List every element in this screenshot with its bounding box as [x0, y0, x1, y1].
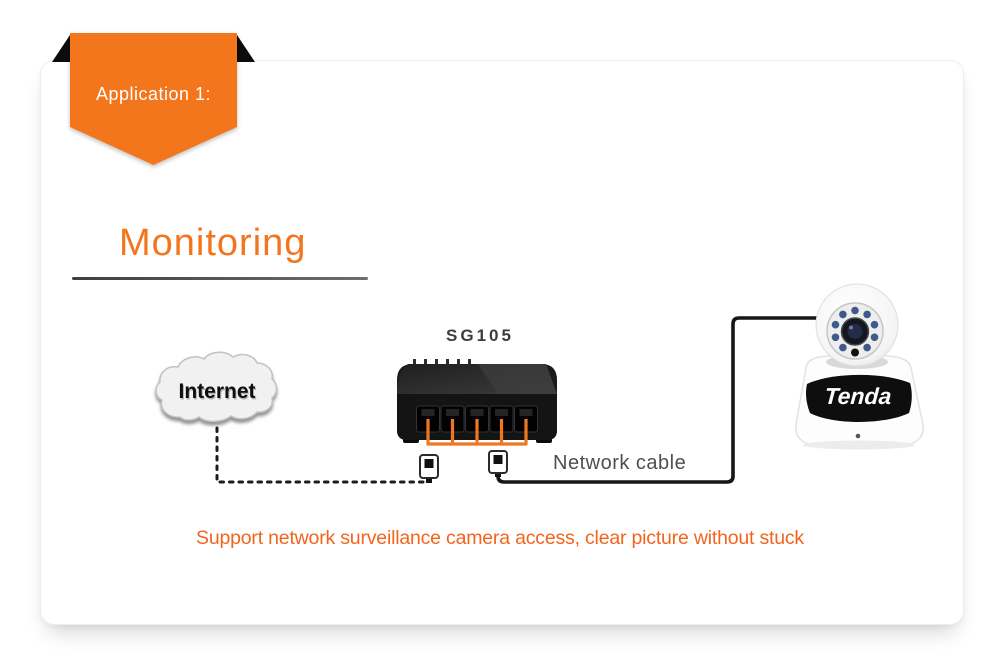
ip-camera-icon	[794, 283, 925, 450]
ethernet-switch-icon	[397, 359, 557, 443]
ribbon-fold-left	[52, 35, 70, 62]
camera-brand-logo: Tenda	[823, 383, 893, 409]
ribbon-shape	[70, 33, 237, 165]
internet-label: Internet	[178, 380, 256, 403]
switch-model-label: SG105	[446, 326, 514, 345]
page-title: Monitoring	[119, 222, 307, 264]
ribbon-banner	[52, 33, 255, 165]
title-underline	[72, 277, 368, 280]
rj45-plug-icon-right	[488, 450, 508, 477]
content-card	[40, 60, 964, 625]
rj45-plug-icon-left	[419, 454, 439, 483]
network-cable-line	[496, 316, 820, 484]
camera-lens	[840, 317, 870, 346]
caption-text: Support network surveillance camera acce…	[196, 527, 804, 549]
network-cable-label: Network cable	[553, 452, 687, 474]
ir-led-ring	[831, 306, 879, 352]
internet-cable-dotted-line	[215, 426, 426, 484]
cloud-icon	[155, 351, 278, 423]
ribbon-label: Application 1:	[95, 84, 212, 104]
ribbon-fold-right	[237, 35, 255, 62]
port-connector-lines	[426, 419, 528, 446]
ir-sensor-dot	[851, 348, 859, 357]
